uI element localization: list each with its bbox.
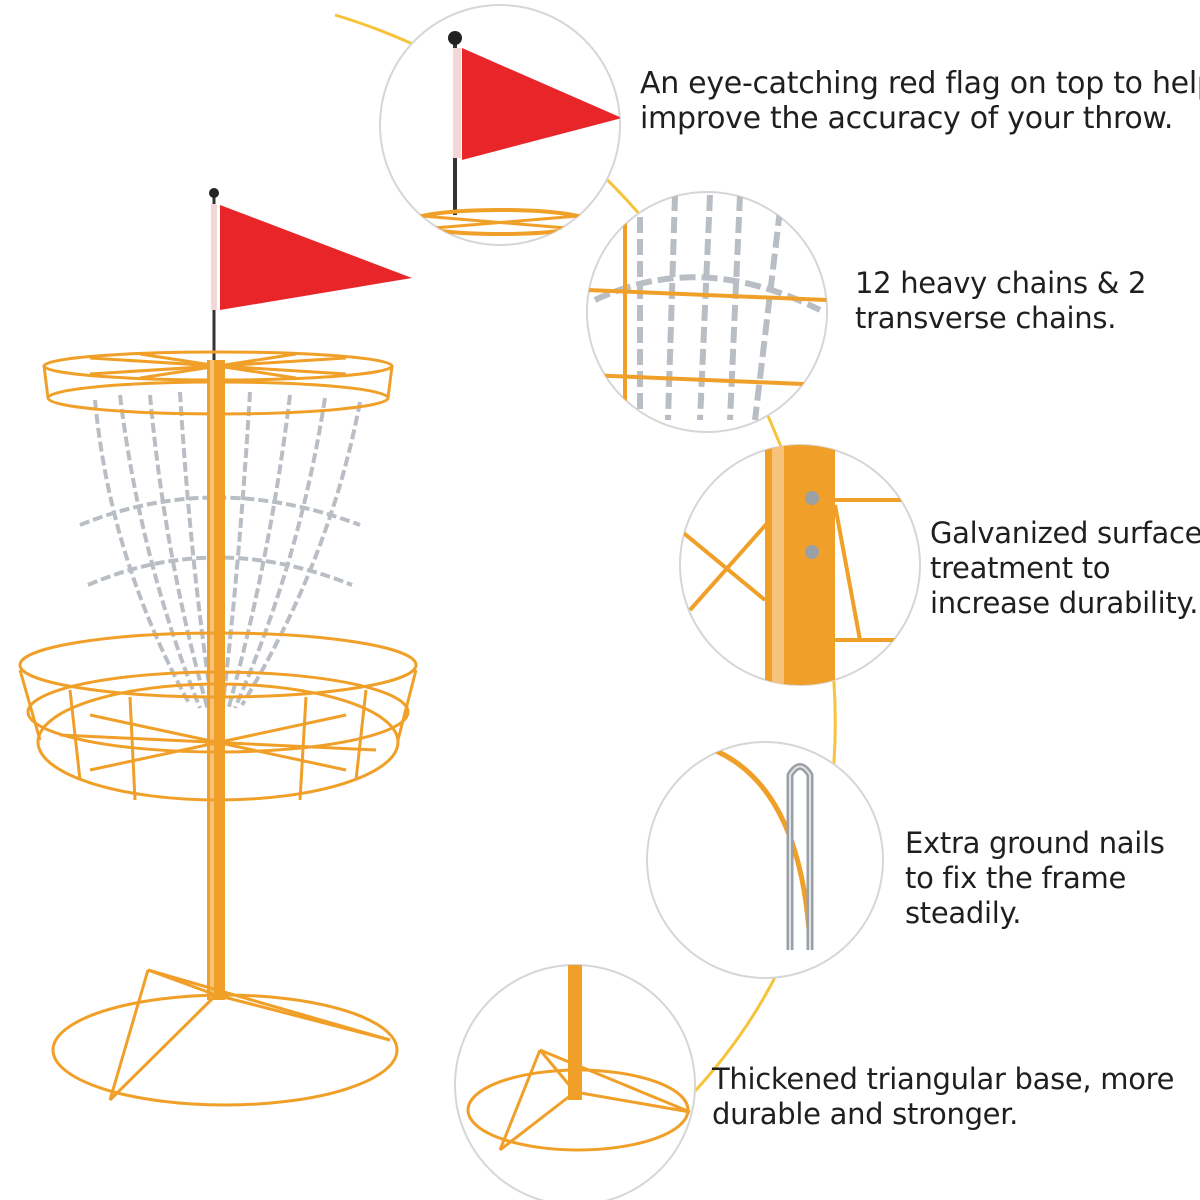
detail-nail-circle <box>646 741 884 979</box>
disc-golf-basket <box>18 188 418 1107</box>
callout-nails-line-2: to fix the frame <box>905 861 1126 895</box>
callout-base: Thickened triangular base, more durable … <box>712 1062 1175 1132</box>
callout-chains-line-2: transverse chains. <box>855 301 1117 335</box>
callout-chains: 12 heavy chains & 2 transverse chains. <box>855 266 1146 336</box>
callout-ground-nails: Extra ground nails to fix the frame stea… <box>905 826 1165 931</box>
callout-base-line-2: durable and stronger. <box>712 1097 1019 1131</box>
catch-basket <box>18 631 418 802</box>
callout-base-line-1: Thickened triangular base, more <box>712 1062 1175 1096</box>
callout-flag-line-2: improve the accuracy of your throw. <box>640 101 1174 136</box>
callout-nails-line-1: Extra ground nails <box>905 826 1165 860</box>
callout-nails-line-3: steadily. <box>905 896 1022 930</box>
callout-galvanized-line-3: increase durability. <box>930 586 1199 620</box>
callout-galvanized-line-2: treatment to <box>930 551 1111 585</box>
callout-galvanized-line-1: Galvanized surface <box>930 516 1200 550</box>
callout-flag: An eye-catching red flag on top to help … <box>640 66 1200 136</box>
callout-flag-line-1: An eye-catching red flag on top to help <box>640 66 1200 101</box>
detail-chains-circle <box>586 191 828 433</box>
basket-base <box>51 968 399 1107</box>
callout-chains-line-1: 12 heavy chains & 2 <box>855 266 1147 300</box>
detail-flag-circle <box>379 4 621 246</box>
basket-pole <box>207 360 225 1000</box>
basket-flag <box>209 188 412 360</box>
detail-base-circle <box>454 964 696 1200</box>
detail-galvanized-circle <box>679 444 921 686</box>
callout-galvanized: Galvanized surface treatment to increase… <box>930 516 1200 621</box>
